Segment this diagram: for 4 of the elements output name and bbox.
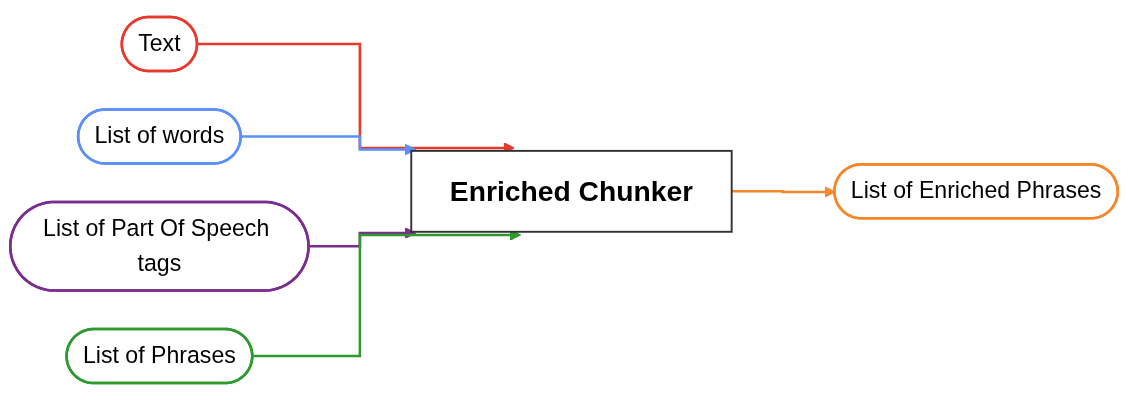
- arrow: [196, 42, 515, 154]
- arrow: [240, 135, 417, 156]
- arrow: [251, 229, 522, 358]
- node-box: Enriched Chunker: [410, 149, 733, 233]
